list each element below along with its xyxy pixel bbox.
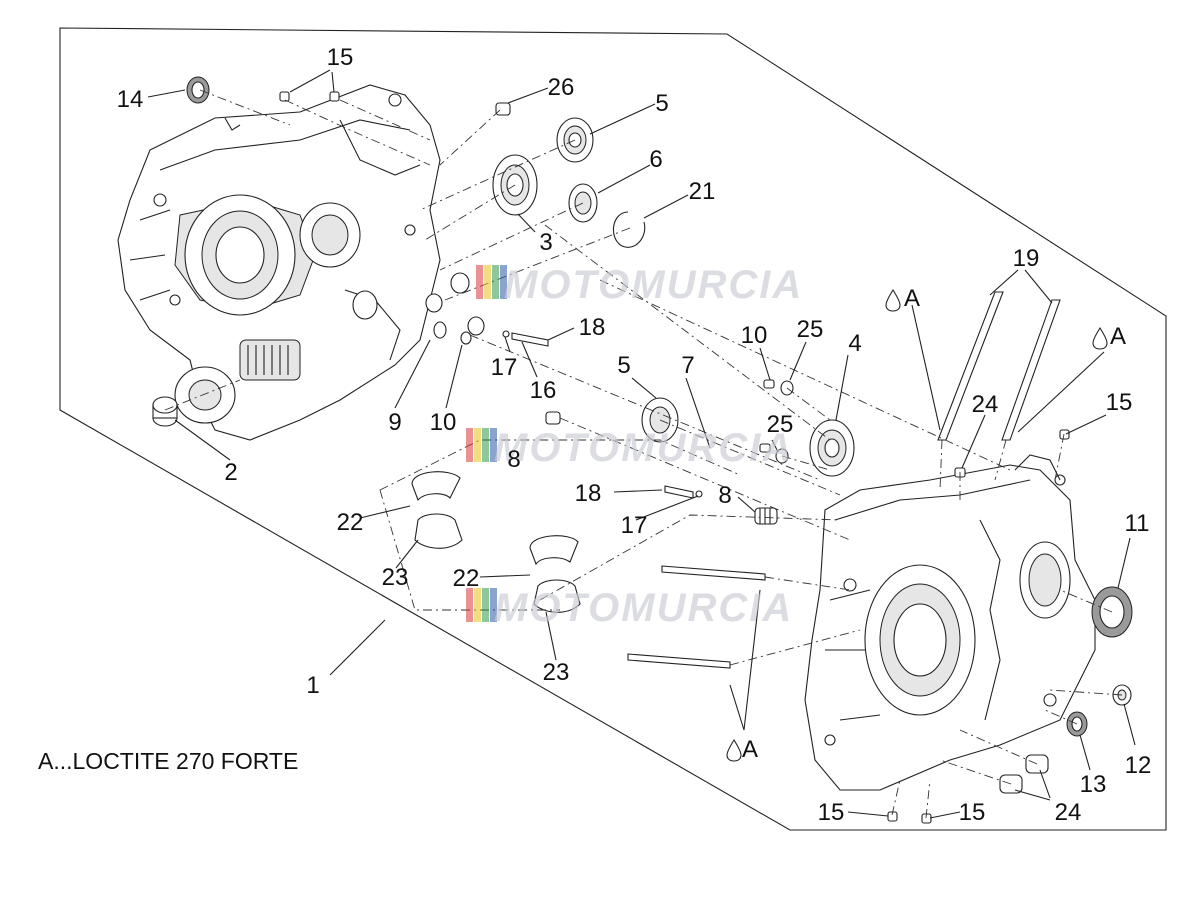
- watermark-stripe-blue: [500, 265, 507, 299]
- droplet-icon: [726, 738, 742, 762]
- watermark-stripe-blue: [490, 588, 497, 622]
- callout-15: 15: [327, 44, 354, 71]
- callout-labels: 15 14 26 5 6 21 3 18 17 16 9 10 2 5 7 10…: [117, 44, 1152, 826]
- callout-5: 5: [617, 352, 630, 379]
- watermark-stripe-red: [466, 588, 473, 622]
- callout-12: 12: [1125, 752, 1152, 779]
- loctite-a: A: [1110, 323, 1126, 350]
- callout-14: 14: [117, 86, 144, 113]
- callout-19: 19: [1013, 245, 1040, 272]
- callout-8: 8: [718, 482, 731, 509]
- callout-21: 21: [689, 178, 716, 205]
- studs-19: [937, 291, 1061, 441]
- watermark-text: MOTOMURCIA: [504, 263, 803, 307]
- circlip-21: [612, 211, 646, 248]
- callout-26: 26: [548, 74, 575, 101]
- right-crankcase-half: [804, 454, 1096, 791]
- callout-22: 22: [453, 565, 480, 592]
- callout-15: 15: [1106, 389, 1133, 416]
- callout-11: 11: [1125, 510, 1150, 537]
- pin-16-18-17-upper: [502, 330, 549, 347]
- washers-9-10: [425, 272, 485, 345]
- bushing-2: [152, 396, 178, 427]
- watermark-2: MOTOMURCIA: [466, 426, 793, 470]
- callout-25: 25: [767, 411, 794, 438]
- callout-18: 18: [579, 314, 606, 341]
- watermark-stripe-blue: [490, 428, 497, 462]
- callout-25: 25: [797, 316, 824, 343]
- callout-6: 6: [649, 146, 662, 173]
- bearing-4: [809, 419, 855, 477]
- callout-1: 1: [306, 672, 319, 699]
- callout-5: 5: [655, 90, 668, 117]
- dowels-15-top: [279, 91, 340, 102]
- droplet-icon: [885, 288, 901, 312]
- callout-9: 9: [388, 409, 401, 436]
- watermark-text: MOTOMURCIA: [494, 426, 793, 470]
- callout-24: 24: [972, 391, 999, 418]
- callout-18: 18: [575, 480, 602, 507]
- callout-2: 2: [224, 459, 237, 486]
- callout-23: 23: [543, 659, 570, 686]
- needle-bearing-8: [545, 411, 778, 525]
- droplet-icon: [1092, 326, 1108, 350]
- callout-23: 23: [382, 564, 409, 591]
- callout-8: 8: [507, 446, 520, 473]
- callout-4: 4: [848, 330, 861, 357]
- watermark-stripe-green: [482, 428, 489, 462]
- watermark-stripe-green: [492, 265, 499, 299]
- seal-14: [186, 76, 210, 104]
- callout-22: 22: [337, 509, 364, 536]
- callout-15: 15: [959, 799, 986, 826]
- bushing-26: [495, 102, 511, 116]
- callout-17: 17: [491, 354, 518, 381]
- callout-3: 3: [539, 229, 552, 256]
- studs-lower: [627, 565, 766, 669]
- callout-7: 7: [681, 352, 694, 379]
- callout-13: 13: [1080, 771, 1107, 798]
- callout-10: 10: [430, 409, 457, 436]
- diagram-frame: [59, 27, 1167, 831]
- watermark-stripe-yellow: [474, 588, 481, 622]
- watermark-stripe-red: [466, 428, 473, 462]
- left-crankcase-half: [117, 84, 441, 441]
- watermark-text: MOTOMURCIA: [494, 586, 793, 630]
- leader-lines: [147, 69, 1136, 819]
- loctite-note: A...LOCTITE 270 FORTE: [38, 748, 298, 774]
- callout-24: 24: [1055, 799, 1082, 826]
- watermark-stripe-yellow: [484, 265, 491, 299]
- dowels-15-bottom: [887, 429, 1070, 824]
- loctite-a: A: [904, 285, 920, 312]
- callout-17: 17: [621, 512, 648, 539]
- watermark-stripe-red: [476, 265, 483, 299]
- watermark-stripe-yellow: [474, 428, 481, 462]
- watermark-3: MOTOMURCIA: [466, 586, 793, 630]
- callout-16: 16: [530, 377, 557, 404]
- loctite-a: A: [742, 736, 758, 763]
- bearing-shells-22-23: [411, 471, 581, 613]
- callout-10: 10: [741, 322, 768, 349]
- watermark-1: MOTOMURCIA: [476, 263, 803, 307]
- callout-15: 15: [818, 799, 845, 826]
- watermark-stripe-green: [482, 588, 489, 622]
- assembly-lines: [164, 89, 1123, 819]
